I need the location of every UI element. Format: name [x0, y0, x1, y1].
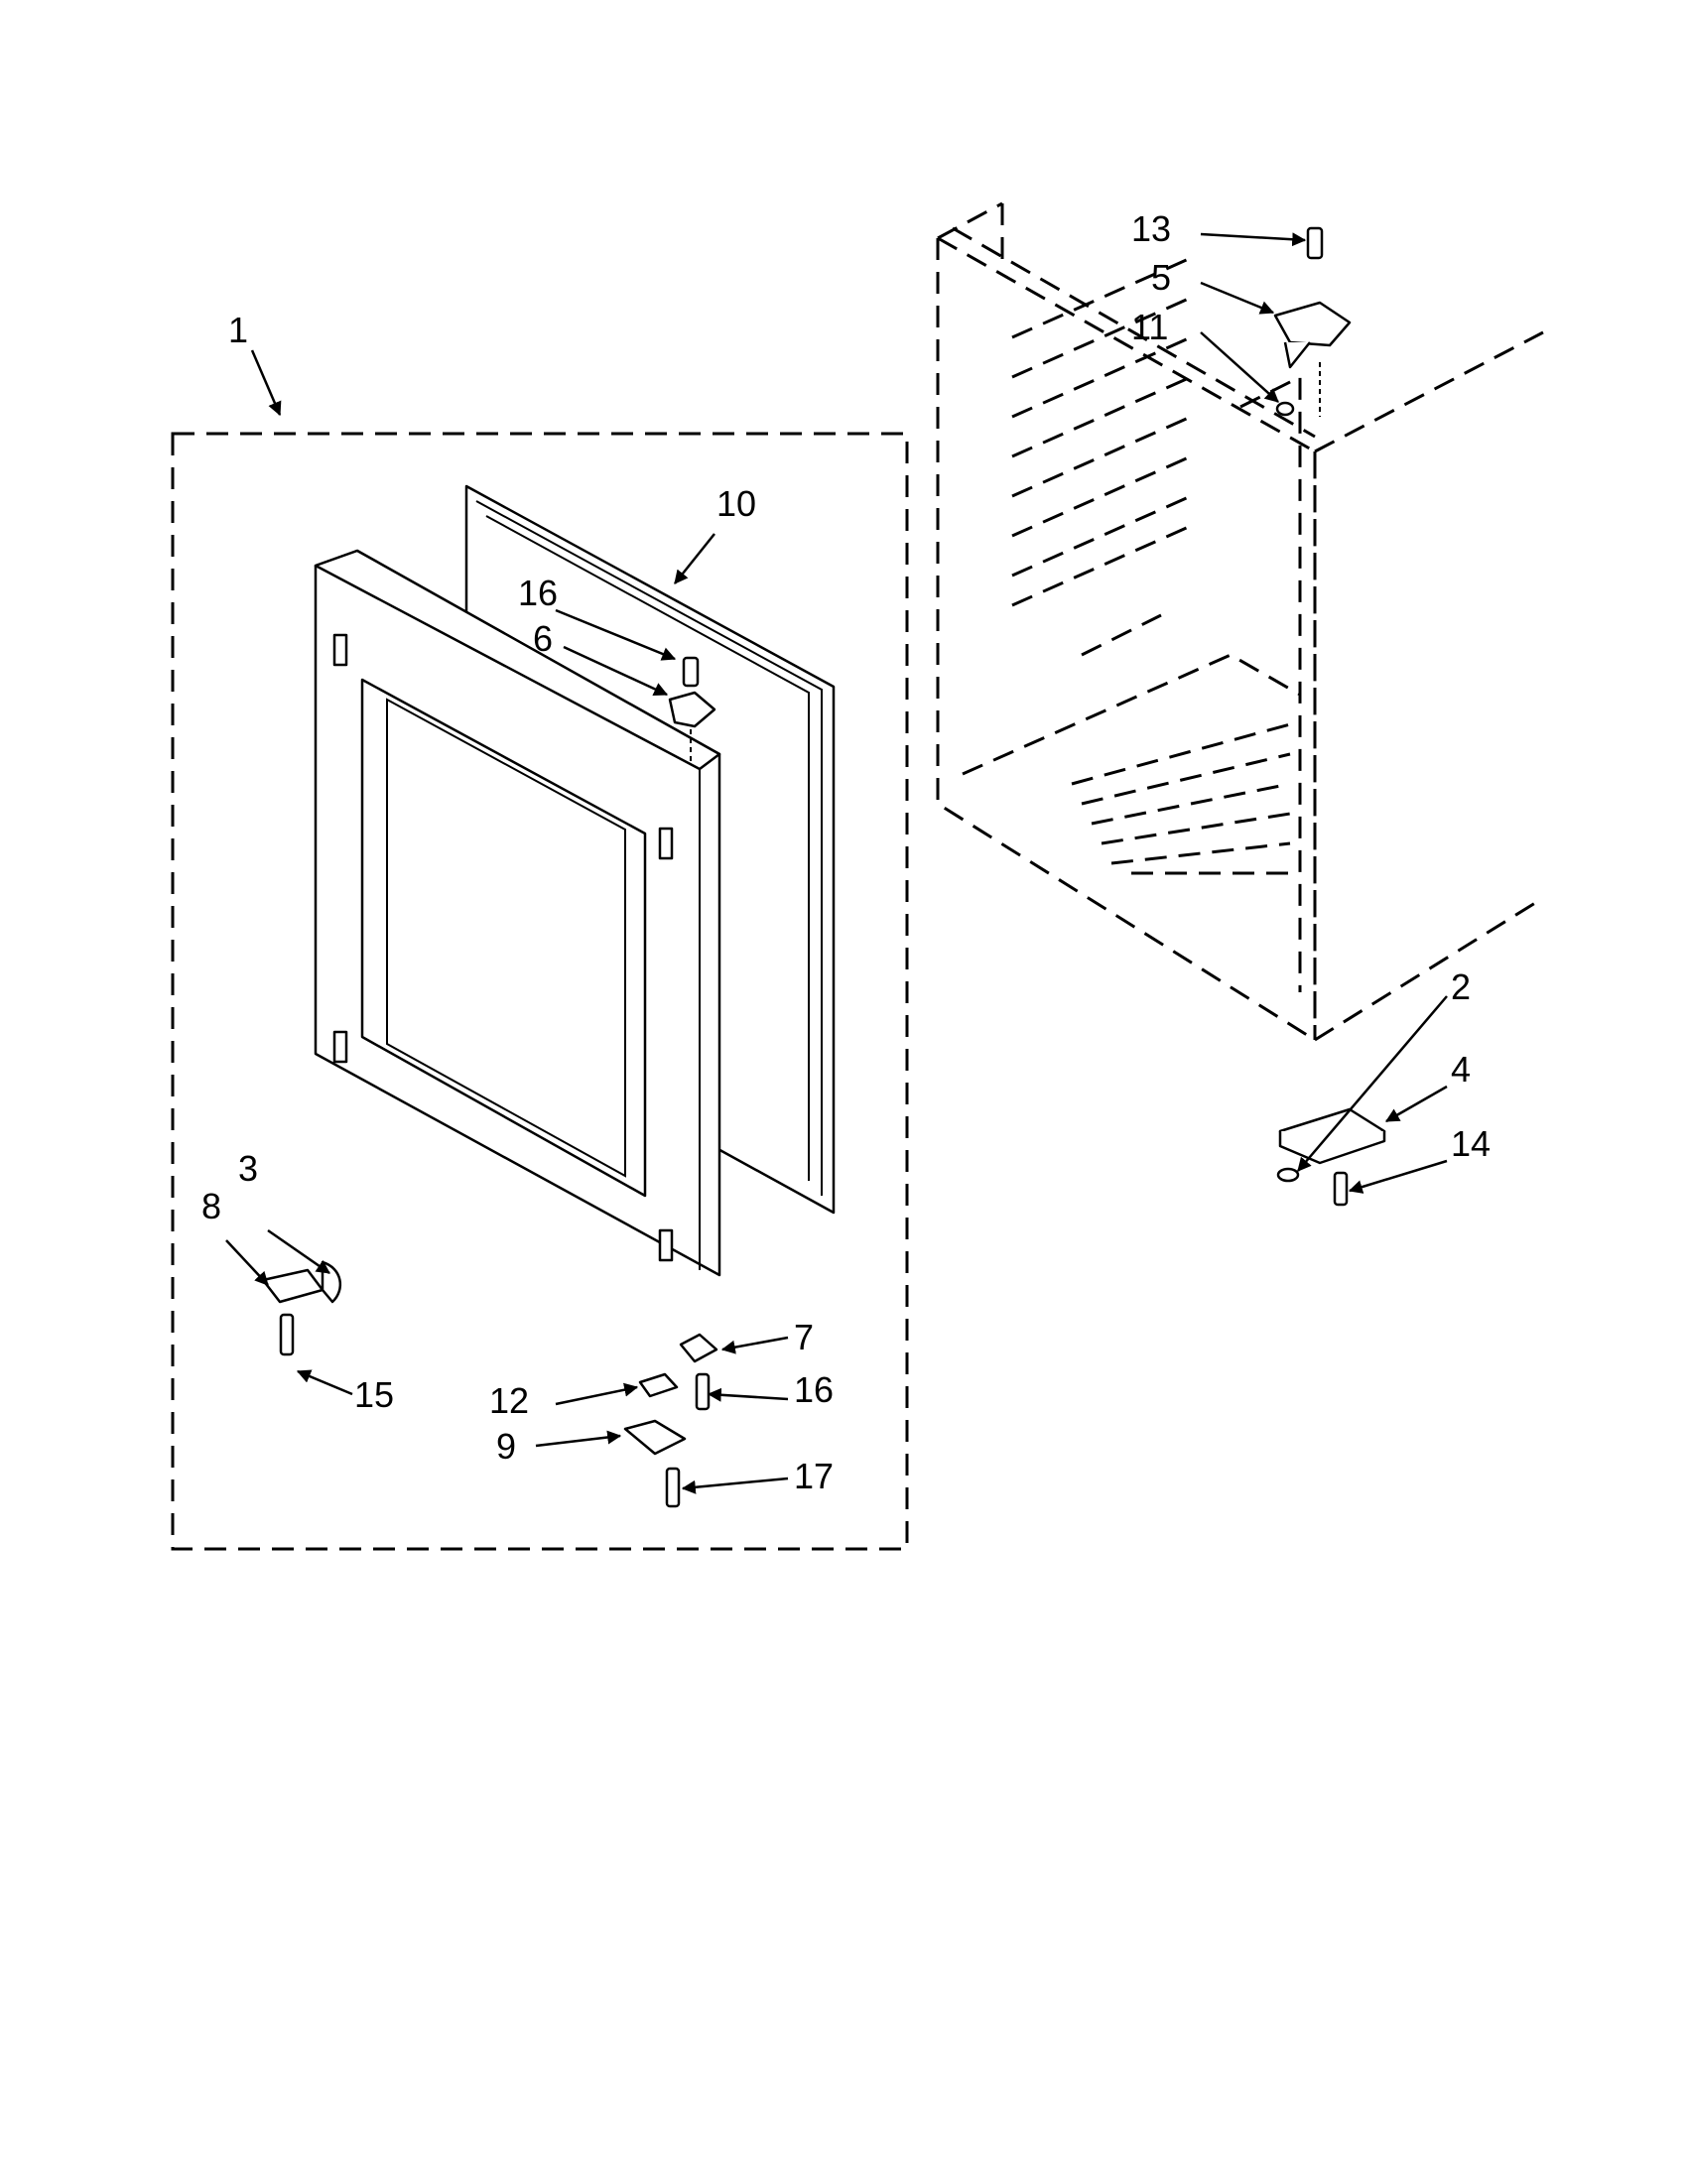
top-door-hinge [668, 656, 716, 764]
callout-15: 15 [354, 1374, 394, 1415]
door-panel [314, 549, 721, 1277]
cabinet-shelf-rails [1011, 256, 1291, 875]
callout-2: 2 [1451, 966, 1471, 1007]
callout-1: 1 [228, 310, 248, 350]
callout-5: 5 [1151, 257, 1171, 298]
callout-14: 14 [1451, 1123, 1491, 1164]
callout-9: 9 [496, 1426, 516, 1467]
callout-12: 12 [489, 1380, 529, 1421]
left-bracket [261, 1260, 342, 1356]
bottom-door-hinge [623, 1333, 718, 1508]
callout-11: 11 [1131, 307, 1168, 347]
cabinet-outline [936, 201, 1544, 1042]
callout-16-bottom: 16 [794, 1369, 834, 1410]
callout-16-top: 16 [518, 573, 558, 613]
callout-13: 13 [1131, 208, 1171, 249]
callout-3: 3 [238, 1148, 258, 1189]
callout-7: 7 [794, 1317, 814, 1357]
callout-17: 17 [794, 1456, 834, 1496]
callout-4: 4 [1451, 1049, 1471, 1090]
cabinet-top-hinge [1273, 226, 1352, 417]
callout-10: 10 [716, 483, 756, 524]
door-assembly-boundary [171, 432, 909, 1551]
leader-lines [225, 232, 1448, 1494]
callout-8: 8 [201, 1186, 221, 1226]
callout-6: 6 [533, 618, 553, 659]
cabinet-bottom-hinge [1276, 1107, 1386, 1207]
